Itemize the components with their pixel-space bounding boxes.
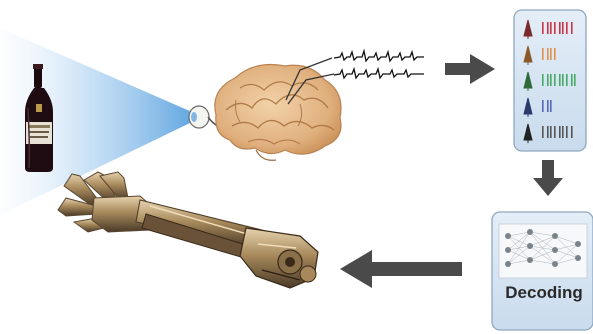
spike-tick: [554, 74, 556, 86]
spike-tick: [547, 74, 549, 86]
spike-tick: [547, 22, 549, 34]
spike-tick: [550, 126, 552, 138]
spike-tick: [547, 126, 549, 138]
spike-tick: [554, 48, 556, 60]
arrow-to-raster: [445, 54, 495, 84]
arrow-to-decoding: [533, 160, 563, 196]
spike-tick: [566, 74, 568, 86]
spike-tick: [554, 126, 556, 138]
spike-tick: [542, 126, 544, 138]
spike-tick: [574, 74, 576, 86]
spike-tick: [571, 74, 573, 86]
spike-tick: [559, 74, 561, 86]
spike-raster-panel: [514, 10, 586, 151]
spike-tick: [559, 22, 561, 34]
spike-tick: [550, 22, 552, 34]
spike-tick: [550, 100, 552, 112]
brain-icon: [215, 65, 341, 161]
neural-network-icon: [499, 224, 587, 278]
spike-tick: [542, 74, 544, 86]
spike-tick: [562, 22, 564, 34]
spike-tick: [550, 48, 552, 60]
decoding-panel: [492, 212, 593, 330]
spike-tick: [571, 22, 573, 34]
robotic-arm-icon: [58, 172, 318, 288]
spike-tick: [542, 100, 544, 112]
spike-tick: [566, 22, 568, 34]
spike-tick: [566, 126, 568, 138]
spike-tick: [542, 48, 544, 60]
spike-tick: [559, 126, 561, 138]
decoding-label: Decoding: [498, 283, 590, 303]
spike-tick: [550, 74, 552, 86]
spike-tick: [547, 100, 549, 112]
neural-signal-traces: [334, 51, 424, 78]
spike-tick: [547, 48, 549, 60]
arrow-to-arm: [340, 250, 462, 288]
spike-tick: [562, 126, 564, 138]
spike-tick: [554, 22, 556, 34]
spike-tick: [562, 74, 564, 86]
spike-tick: [571, 126, 573, 138]
spike-tick: [542, 22, 544, 34]
